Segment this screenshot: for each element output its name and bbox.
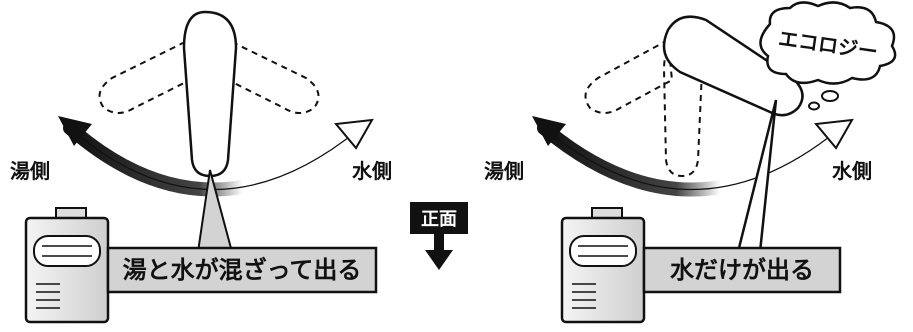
- right-hot-side-label: 湯側: [484, 159, 524, 183]
- right-water-heater-icon: [560, 207, 646, 324]
- left-hot-arrowhead: [58, 116, 92, 146]
- front-label: 正面: [421, 209, 457, 230]
- left-faucet-handle: [182, 10, 238, 178]
- right-cold-arrowhead: [814, 118, 854, 150]
- front-label-box: [410, 202, 468, 234]
- left-callout-text: 湯と水が混ざって出る: [123, 256, 362, 284]
- right-faucet-handle: [662, 15, 804, 117]
- right-callout-text: 水だけが出る: [670, 256, 814, 284]
- right-cold-side-label: 水側: [832, 159, 872, 183]
- left-callout-box: [106, 246, 378, 294]
- thought-cloud: [759, 1, 897, 85]
- thought-dot-small: [808, 101, 820, 111]
- thought-dot-large: [821, 90, 839, 102]
- front-arrow-head: [425, 250, 453, 270]
- right-hot-arrowhead: [532, 116, 566, 146]
- left-cold-arrowhead: [334, 118, 374, 150]
- thought-bubble: エコロジー: [759, 1, 897, 111]
- front-arrow-shaft: [434, 234, 444, 252]
- front-indicator: 正面: [410, 202, 468, 270]
- left-water-heater-icon: [24, 207, 110, 324]
- left-panel: 湯と水が混ざって出る 湯側 水側: [10, 10, 392, 324]
- right-ghost-handle-left: [584, 38, 674, 114]
- right-callout-box: [642, 246, 842, 294]
- left-hot-side-label: 湯側: [10, 159, 50, 183]
- left-ghost-handle-right: [226, 40, 320, 114]
- left-ghost-handle-left: [98, 40, 192, 114]
- left-cold-side-label: 水側: [352, 159, 392, 183]
- right-ghost-handle-down: [662, 48, 704, 178]
- right-panel: エコロジー 水だけが出る 湯側 水側: [484, 1, 897, 324]
- right-swing-arc-outline: [543, 127, 839, 190]
